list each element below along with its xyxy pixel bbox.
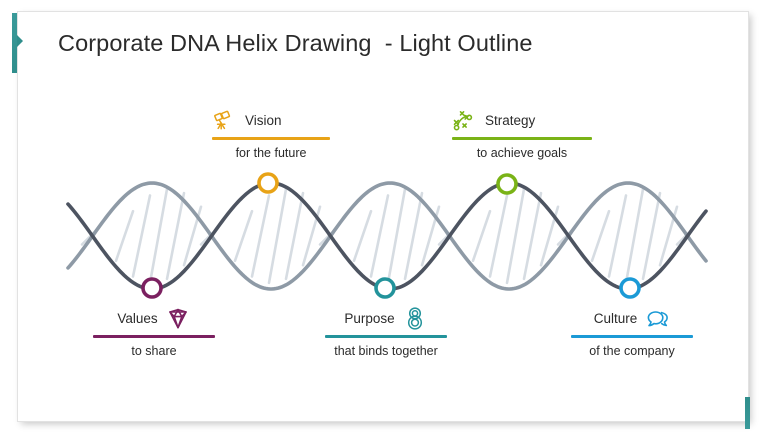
vision-title: Vision (245, 113, 282, 129)
telescope-icon (212, 108, 238, 134)
tactics-playbook-icon (452, 108, 478, 134)
slide-canvas (18, 12, 748, 421)
speech-bubbles-icon (644, 306, 670, 332)
purpose-title: Purpose (344, 311, 395, 327)
node-label-culture[interactable]: Culture of the company (571, 308, 693, 358)
accent-bar-left (12, 13, 17, 73)
node-label-purpose[interactable]: Purpose that binds together (325, 306, 447, 358)
strategy-label-row: Strategy (452, 110, 592, 132)
culture-subtitle: of the company (589, 343, 675, 358)
culture-title: Culture (593, 311, 638, 327)
node-label-strategy[interactable]: Strategy to achieve goals (452, 110, 592, 160)
culture-rule (571, 335, 693, 338)
interlocking-rings-icon (402, 306, 428, 332)
accent-bar-right (745, 397, 750, 429)
vision-subtitle: for the future (235, 145, 307, 160)
values-rule (93, 335, 215, 338)
node-label-vision[interactable]: Vision for the future (212, 110, 330, 160)
purpose-rule (325, 335, 447, 338)
values-subtitle: to share (131, 343, 177, 358)
culture-label-row: Culture (571, 308, 693, 330)
vision-rule (212, 137, 330, 140)
strategy-title: Strategy (485, 113, 536, 129)
strategy-rule (452, 137, 592, 140)
node-label-values[interactable]: Values to share (93, 308, 215, 358)
page-title: Corporate DNA Helix Drawing - Light Outl… (58, 30, 533, 56)
accent-pointer-icon (17, 35, 23, 47)
values-title: Values (117, 311, 158, 327)
diamond-gem-icon (165, 306, 191, 332)
values-label-row: Values (93, 308, 215, 330)
vision-label-row: Vision (212, 110, 330, 132)
strategy-subtitle: to achieve goals (476, 145, 568, 160)
purpose-subtitle: that binds together (334, 343, 438, 358)
purpose-label-row: Purpose (325, 306, 447, 332)
